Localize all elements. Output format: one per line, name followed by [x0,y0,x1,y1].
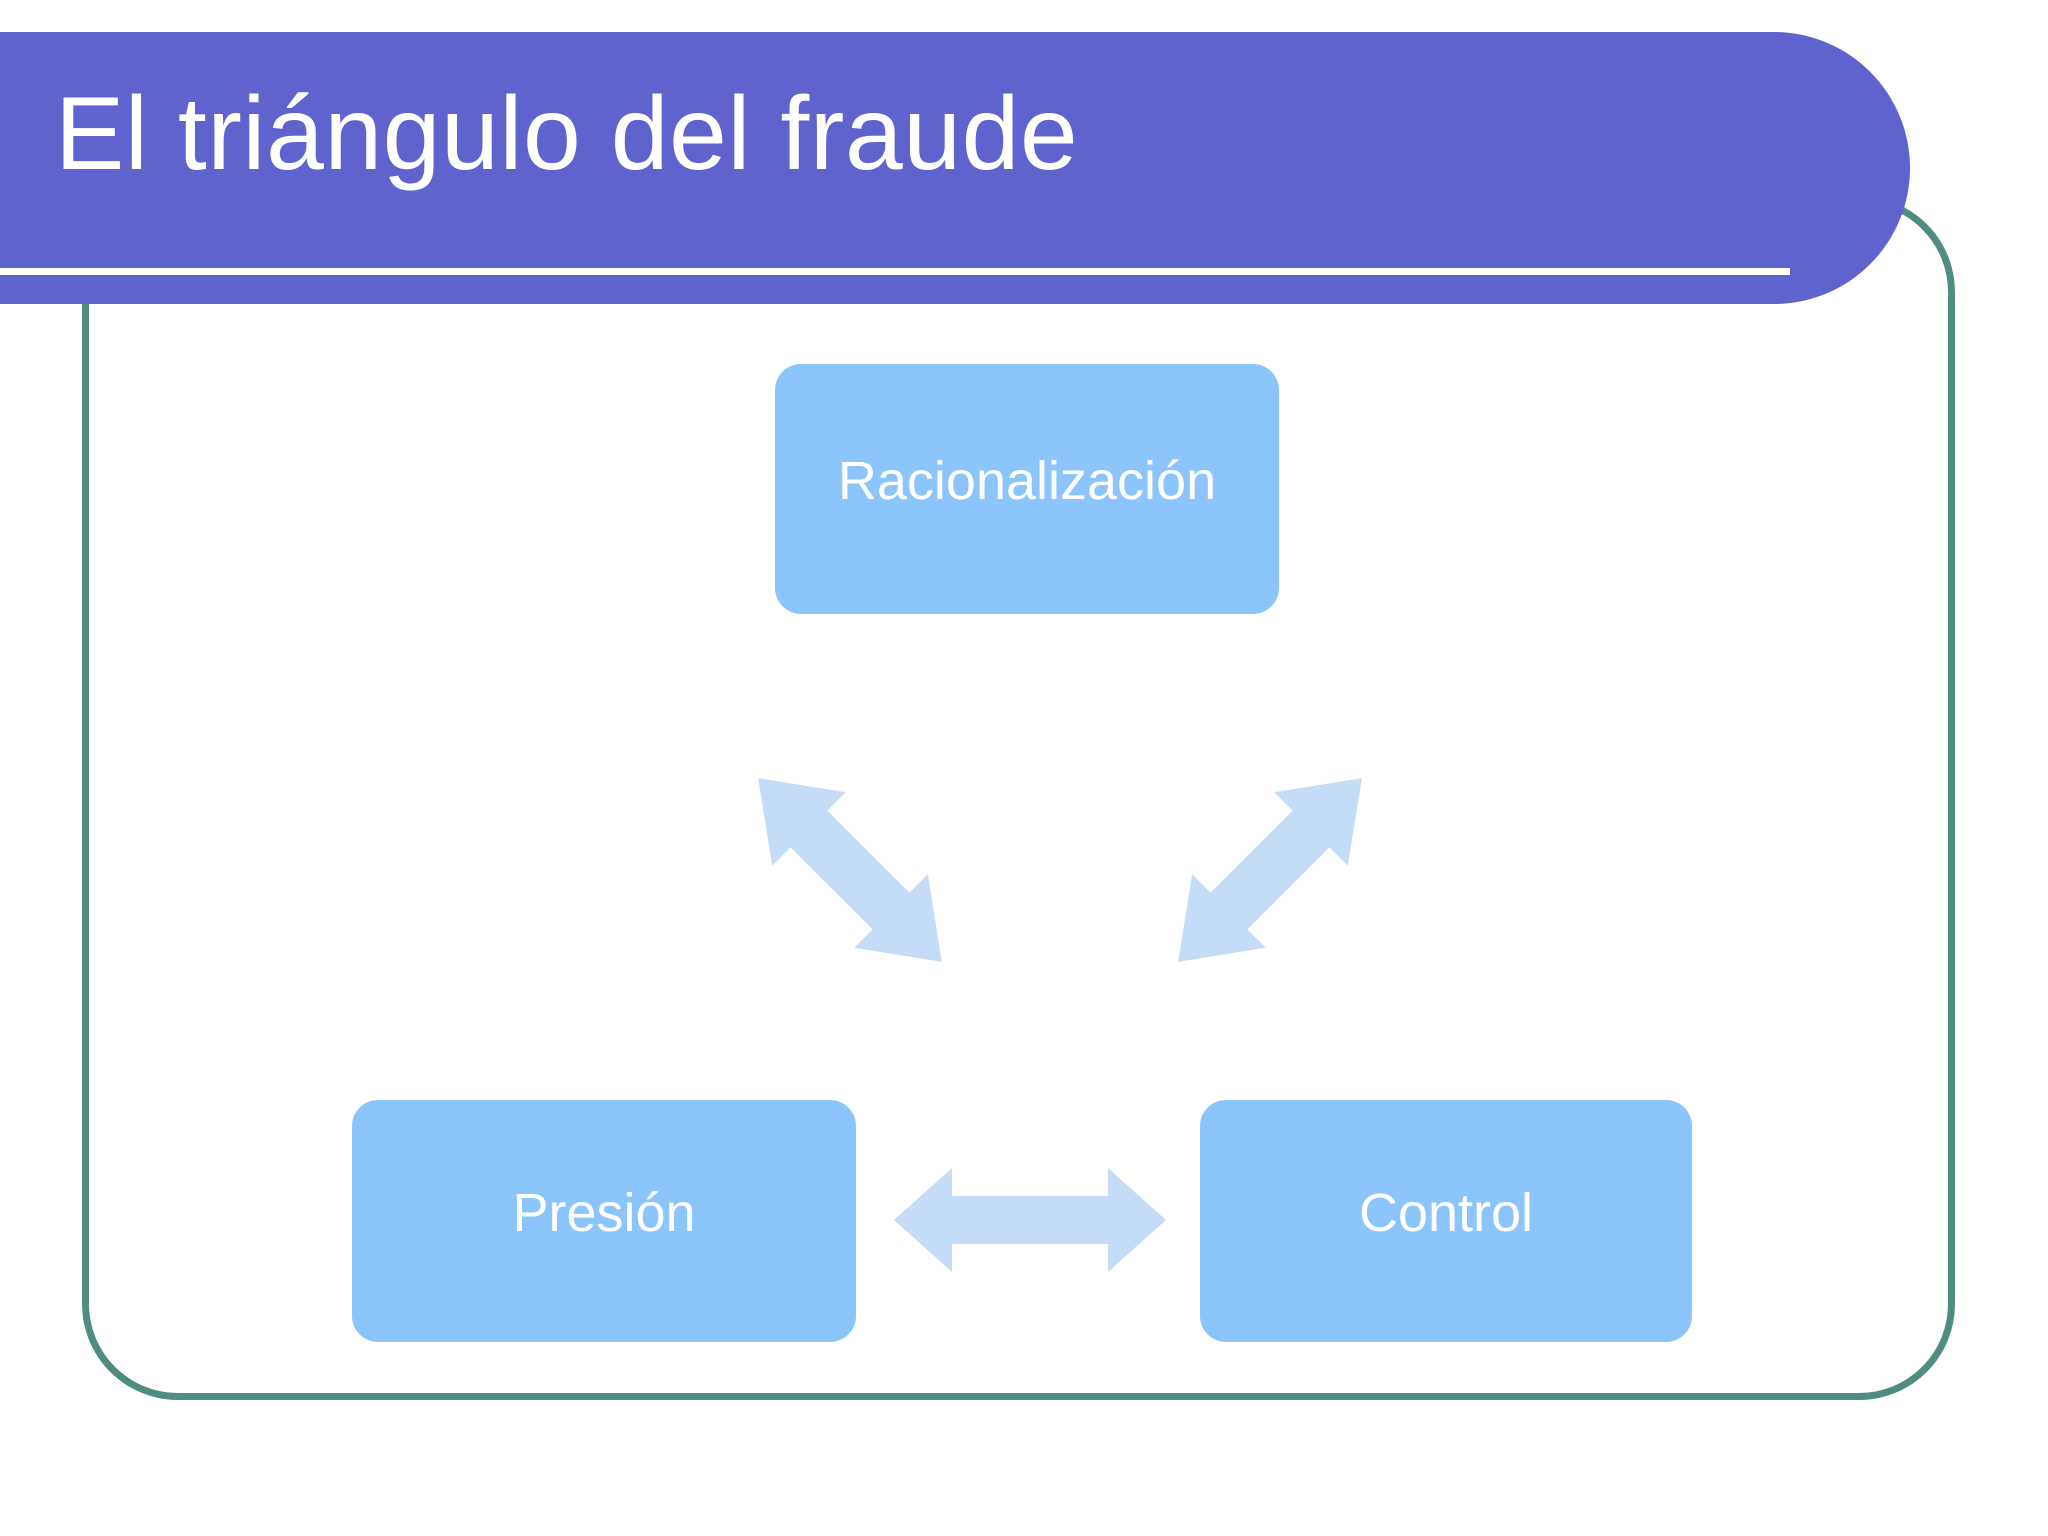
node-pressure-label: Presión [512,1183,696,1243]
connector-pressure-control [890,1160,1170,1280]
title-underline-rule [0,268,1790,275]
page-title: El triángulo del fraude [55,76,1079,192]
double-arrow-diagonal-down-right-icon [1178,778,1362,962]
node-rationalization[interactable]: Racionalización [775,364,1279,614]
node-pressure[interactable]: Presión [352,1100,856,1342]
node-control[interactable]: Control [1200,1100,1692,1342]
connector-pressure-rationalization [700,720,1000,1020]
double-arrow-horizontal-icon [894,1168,1166,1272]
connector-rationalization-control [1120,720,1420,1020]
double-arrow-diagonal-up-right-icon [758,778,942,962]
node-control-label: Control [1358,1183,1534,1243]
node-rationalization-label: Racionalización [837,451,1217,511]
title-banner: El triángulo del fraude [0,32,1910,304]
